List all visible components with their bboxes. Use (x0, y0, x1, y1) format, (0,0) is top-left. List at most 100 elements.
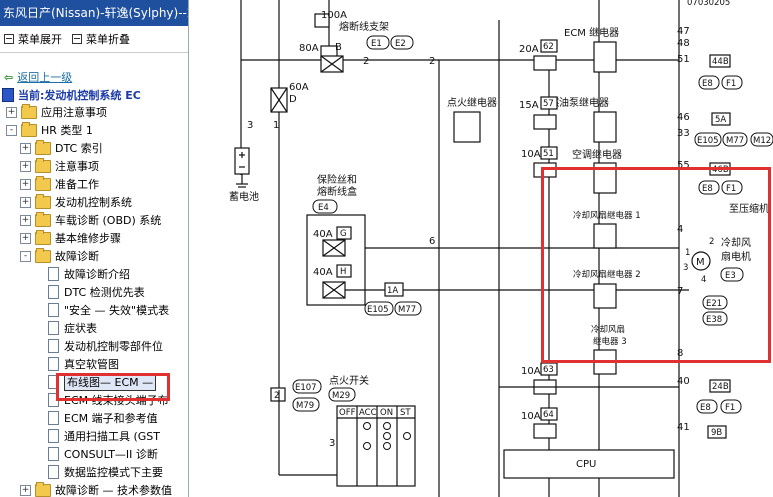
motor-pin-3: 3 (683, 263, 688, 273)
wire-3-a: 3 (247, 120, 253, 131)
toolbar: 菜单展开 菜单折叠 (0, 26, 188, 53)
tree-item[interactable]: + DTC 索引 (0, 139, 188, 157)
battery-label: 蓄电池 (229, 190, 259, 203)
expand-node-icon[interactable]: + (20, 142, 31, 154)
tree-item[interactable]: -HR 类型 1 (0, 121, 188, 139)
wiring-diagram: .w { stroke:#111; stroke-width:1.2; fill… (229, 0, 773, 497)
tree-item-label: 基本维修步骤 (55, 232, 121, 245)
tree-item[interactable]: +发动机控制系统 (0, 193, 188, 211)
fuse-20a-label: 20A (519, 44, 539, 55)
tree-item-label: 应用注意事项 (41, 106, 107, 119)
fuse-box-label-1: 保险丝和 (317, 173, 357, 186)
box-63-label: 63 (543, 365, 554, 375)
tree-item[interactable]: CONSULT—II 诊断 (0, 445, 188, 463)
connector-e21: E21 (706, 299, 722, 309)
ignition-switch-label: 点火开关 (329, 374, 369, 387)
ign-header-st: ST (400, 408, 411, 418)
document-icon (48, 411, 59, 425)
pin-51: 51 (677, 54, 690, 65)
fuse-10a-51-label: 10A (521, 149, 541, 160)
fuse-100a-box (314, 13, 330, 28)
tree-item[interactable]: 故障诊断介绍 (0, 265, 188, 283)
tree-item[interactable]: 真空软管图 (0, 355, 188, 373)
connector-44b: 44B (712, 57, 729, 67)
collapse-icon (72, 34, 82, 44)
expand-node-icon[interactable]: + (6, 106, 17, 118)
tree-item[interactable]: 通用扫描工具 (GST (0, 427, 188, 445)
tree-item[interactable]: +注意事项 (0, 157, 188, 175)
collapse-menu-button[interactable]: 菜单折叠 (72, 31, 130, 47)
tree-item[interactable]: ECM 端子和参考值 (0, 409, 188, 427)
connector-1a: 1A (387, 286, 398, 296)
connector-e8-b: E8 (702, 184, 713, 194)
menu-tree: + 应用注意事项 -HR 类型 1 + DTC 索引 +注意事项+准备工作+发动机控制系统… (0, 103, 188, 497)
folder-icon (35, 247, 51, 263)
expand-node-icon[interactable]: + (20, 160, 31, 172)
connector-e4: E4 (318, 203, 329, 213)
connector-e105-a: E105 (697, 136, 719, 146)
cooling-fan-relay-1-label: 冷却风扇继电器 1 (573, 210, 641, 221)
connector-e107: E107 (295, 383, 317, 393)
tree-item[interactable]: "安全 — 失效"模式表 (0, 301, 188, 319)
to-compressor-label: 至压缩机 (729, 202, 769, 215)
connector-e8-c: E8 (700, 403, 711, 413)
tree-item[interactable]: DTC 检测优先表 (0, 283, 188, 301)
navigation-pane: 东风日产(Nissan)-轩逸(Sylphy)--20 菜单展开 菜单折叠 ⇦ … (0, 0, 189, 497)
pin-47: 47 (677, 26, 690, 37)
tree-item[interactable]: 布线图— ECM — (0, 373, 188, 391)
expand-node-icon[interactable]: + (20, 484, 31, 496)
expand-node-icon[interactable]: + (20, 232, 31, 244)
document-icon (48, 321, 59, 335)
tree-item[interactable]: + 车载诊断 (OBD) 系统 (0, 211, 188, 229)
tree-item-label: 数据监控模式下主要 (64, 466, 163, 479)
folder-icon (21, 103, 37, 119)
wire-6: 6 (429, 236, 435, 247)
back-arrow-icon: ⇦ (4, 70, 14, 84)
folder-icon (35, 481, 51, 497)
connector-e1: E1 (371, 39, 382, 49)
cooling-fan-relay-3-label-b: 继电器 3 (593, 336, 627, 347)
highlight-cooling-fan-area (541, 167, 771, 363)
expand-node-icon[interactable]: + (20, 196, 31, 208)
pin-46: 46 (677, 112, 690, 123)
box-64-label: 64 (543, 410, 554, 420)
tree-item[interactable]: + 应用注意事项 (0, 103, 188, 121)
tree-item-label: 车载诊断 (OBD) 系统 (55, 214, 162, 227)
connector-46b: 46B (712, 165, 729, 175)
ign-header-on: ON (380, 408, 393, 418)
fuse-10a-63-label: 10A (521, 366, 541, 377)
tree-item[interactable]: 症状表 (0, 319, 188, 337)
tree-item[interactable]: +故障诊断 — 技术参数值 (0, 481, 188, 497)
highlight-selected-menu-item (56, 373, 170, 401)
tree-item-label: DTC 索引 (55, 142, 103, 155)
collapse-node-icon[interactable]: - (20, 250, 31, 262)
tree-item[interactable]: 发动机控制零部件位 (0, 337, 188, 355)
fan-motor-icon (691, 251, 711, 271)
tree-item[interactable]: + 基本维修步骤 (0, 229, 188, 247)
expand-menu-button[interactable]: 菜单展开 (4, 31, 62, 47)
connector-e38: E38 (706, 315, 722, 325)
box-2-label: 2 (274, 391, 279, 401)
document-icon (48, 465, 59, 479)
connector-f1-a: F1 (726, 79, 736, 89)
connector-5a: 5A (715, 115, 726, 125)
fuse-10a-64-label: 10A (521, 411, 541, 422)
expand-node-icon[interactable]: + (20, 214, 31, 226)
back-link-label: 返回上一级 (17, 71, 73, 84)
tree-item[interactable]: 数据监控模式下主要 (0, 463, 188, 481)
tree-item[interactable]: +准备工作 (0, 175, 188, 193)
tree-item[interactable]: -故障诊断 (0, 247, 188, 265)
collapse-node-icon[interactable]: - (6, 124, 17, 136)
motor-pin-2: 2 (709, 237, 714, 247)
connector-e2: E2 (395, 39, 406, 49)
tree-item-label: CONSULT—II 诊断 (64, 448, 158, 461)
cooling-fan-motor-label-1: 冷却风 (721, 236, 751, 249)
connector-m79: M79 (296, 401, 314, 411)
expand-node-icon[interactable]: + (20, 178, 31, 190)
pin-48: 48 (677, 38, 690, 49)
folder-icon (35, 229, 51, 245)
connector-m29: M29 (332, 391, 350, 401)
current-location: 当前:发动机控制系统 EC (0, 87, 188, 103)
back-link[interactable]: ⇦ 返回上一级 (0, 69, 188, 85)
folder-icon (35, 175, 51, 191)
